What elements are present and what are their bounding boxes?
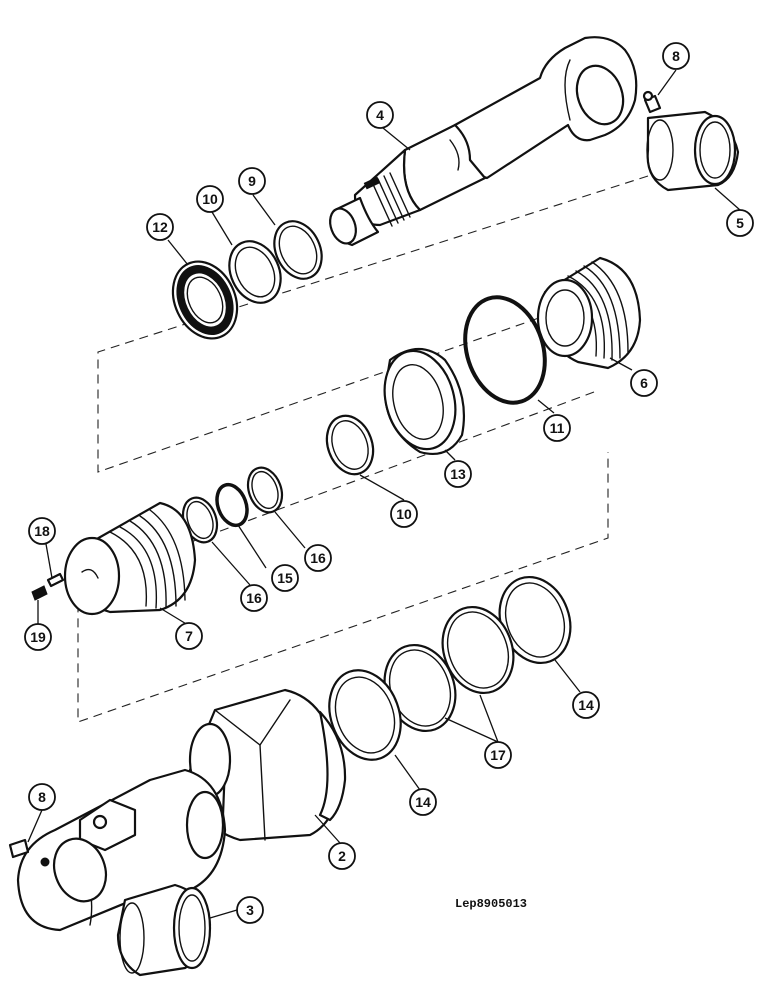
svg-text:6: 6 bbox=[640, 375, 648, 391]
dowel-pin bbox=[46, 572, 65, 588]
svg-text:11: 11 bbox=[550, 420, 565, 436]
callout-18: 18 bbox=[28, 517, 56, 545]
leader-lines bbox=[27, 69, 741, 919]
ring-14-upper bbox=[498, 575, 572, 665]
ring-9 bbox=[273, 220, 323, 280]
cylinder-head bbox=[536, 256, 642, 370]
svg-text:17: 17 bbox=[490, 747, 506, 763]
svg-text:18: 18 bbox=[34, 523, 50, 539]
piston-rod bbox=[329, 36, 638, 247]
callout-16-left: 16 bbox=[240, 584, 268, 612]
svg-text:16: 16 bbox=[246, 590, 262, 606]
callout-8-top: 8 bbox=[662, 42, 690, 70]
callout-12: 12 bbox=[146, 213, 174, 241]
bushing-base bbox=[116, 883, 212, 977]
cylinder-tube bbox=[188, 688, 347, 842]
callout-13: 13 bbox=[444, 460, 472, 488]
callout-6: 6 bbox=[630, 369, 658, 397]
ring-17-right bbox=[441, 605, 515, 695]
svg-text:19: 19 bbox=[30, 629, 46, 645]
o-ring-15 bbox=[215, 482, 249, 528]
callout-3: 3 bbox=[236, 896, 264, 924]
svg-text:9: 9 bbox=[248, 173, 256, 189]
callout-14-lower: 14 bbox=[409, 788, 437, 816]
ring-14-lower bbox=[328, 669, 402, 761]
svg-text:4: 4 bbox=[376, 107, 384, 123]
set-screw bbox=[31, 585, 48, 601]
callout-14-right: 14 bbox=[572, 691, 600, 719]
svg-text:14: 14 bbox=[578, 697, 594, 713]
svg-text:8: 8 bbox=[38, 789, 46, 805]
assembly-guide-lines bbox=[77, 175, 649, 723]
callout-2: 2 bbox=[328, 842, 356, 870]
callout-7: 7 bbox=[175, 622, 203, 650]
svg-text:15: 15 bbox=[277, 570, 293, 586]
piston bbox=[63, 501, 197, 616]
o-ring-11 bbox=[463, 295, 547, 405]
ring-10-upper bbox=[228, 240, 282, 304]
ring-16-right bbox=[246, 466, 284, 514]
callout-10-upper: 10 bbox=[196, 185, 224, 213]
callout-8-lower: 8 bbox=[28, 783, 56, 811]
svg-text:7: 7 bbox=[185, 628, 193, 644]
callout-10-middle: 10 bbox=[390, 500, 418, 528]
callout-5: 5 bbox=[726, 209, 754, 237]
svg-text:12: 12 bbox=[152, 219, 168, 235]
svg-text:10: 10 bbox=[202, 191, 218, 207]
callout-15: 15 bbox=[271, 564, 299, 592]
callout-16-right: 16 bbox=[304, 544, 332, 572]
bushing-rod-end bbox=[646, 110, 740, 192]
svg-text:10: 10 bbox=[396, 506, 412, 522]
callout-17: 17 bbox=[484, 741, 512, 769]
callout-4: 4 bbox=[366, 101, 394, 129]
ring-10-middle bbox=[325, 414, 375, 476]
svg-text:8: 8 bbox=[672, 48, 680, 64]
piston-seal bbox=[171, 260, 239, 340]
svg-text:2: 2 bbox=[338, 848, 346, 864]
callout-11: 11 bbox=[543, 414, 571, 442]
callout-9: 9 bbox=[238, 167, 266, 195]
svg-text:16: 16 bbox=[310, 550, 326, 566]
svg-text:13: 13 bbox=[450, 466, 466, 482]
grease-fitting-top bbox=[642, 90, 662, 114]
callout-19: 19 bbox=[24, 623, 52, 651]
svg-text:3: 3 bbox=[246, 902, 254, 918]
svg-text:14: 14 bbox=[415, 794, 431, 810]
drawing-reference: Lep8905013 bbox=[455, 897, 528, 911]
svg-text:5: 5 bbox=[736, 215, 744, 231]
seal-13 bbox=[383, 348, 465, 456]
